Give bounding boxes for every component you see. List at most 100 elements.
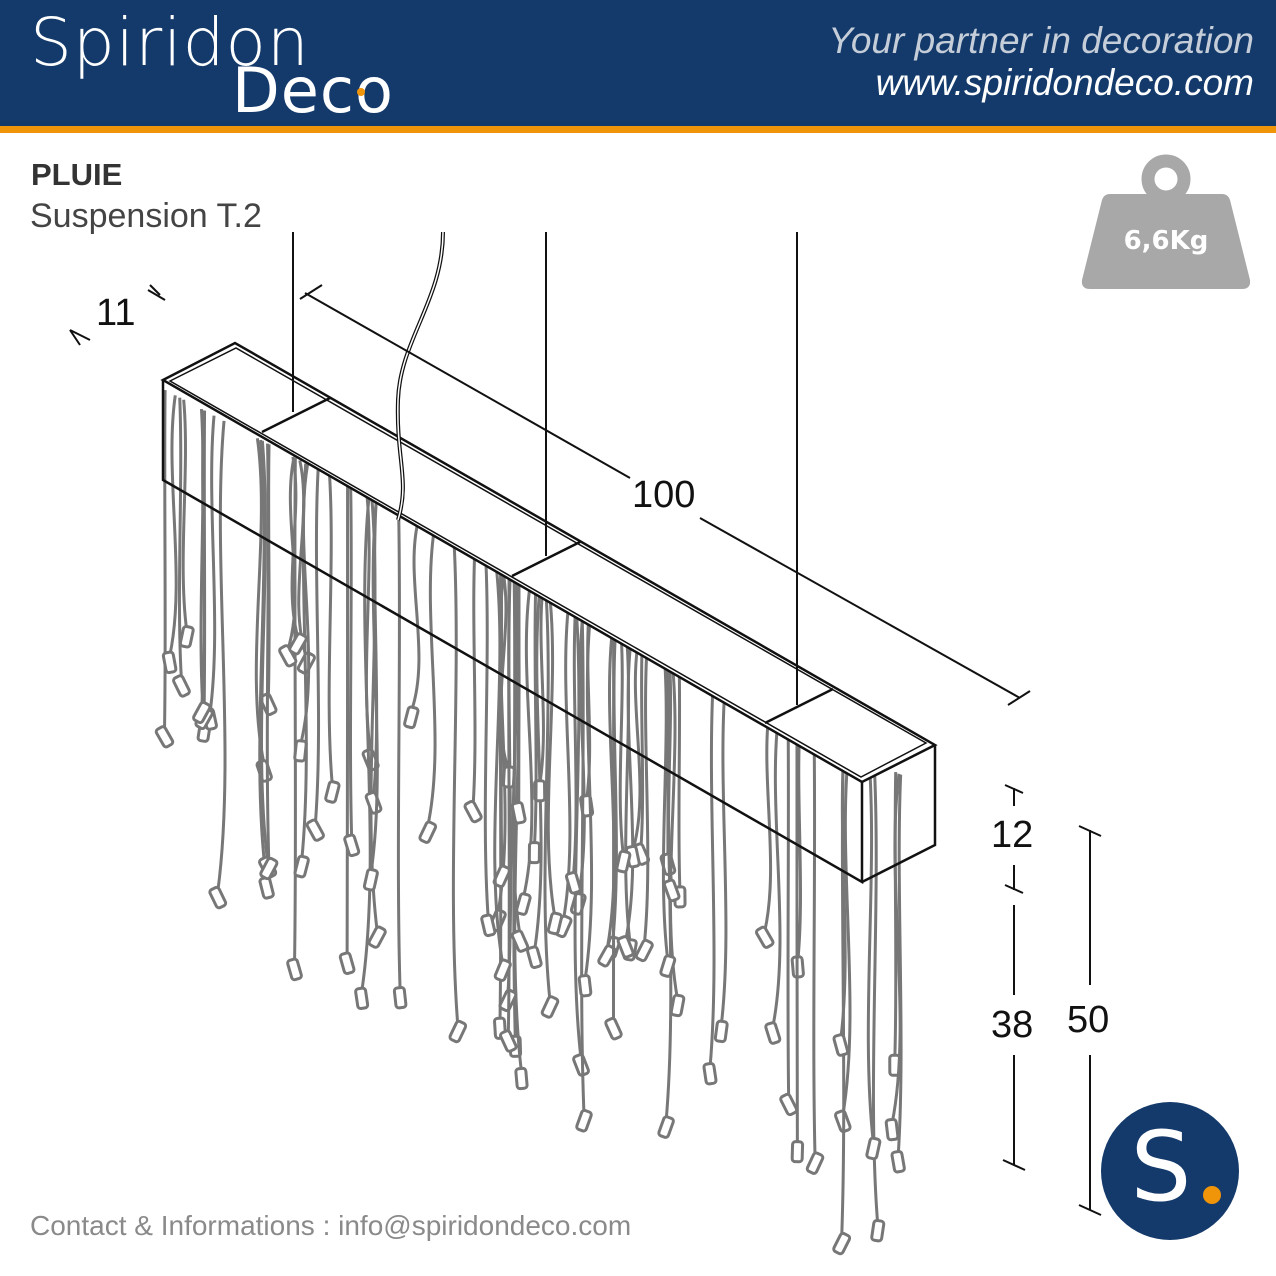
strand: [345, 485, 350, 958]
crystal: [526, 945, 543, 970]
strand: [667, 653, 674, 885]
crystal: [364, 791, 383, 815]
dimension-length: 100: [632, 474, 696, 516]
crystal: [354, 986, 370, 1011]
strand: [327, 475, 334, 787]
product-type: Suspension T.2: [30, 197, 262, 235]
strand: [200, 410, 206, 707]
strand: [639, 639, 645, 849]
crystal: [510, 929, 530, 953]
crystal: [713, 1019, 729, 1044]
crystal: [288, 632, 308, 656]
strand: [618, 628, 625, 856]
crystal: [657, 1115, 675, 1139]
header-accent-bar: [0, 126, 1276, 133]
weight-value: 6,6Kg: [1123, 226, 1209, 256]
strand: [812, 729, 817, 1158]
strand: [642, 642, 650, 945]
strand: [631, 637, 642, 852]
crystal: [659, 954, 677, 978]
brand-badge: [1101, 1102, 1239, 1240]
crystal: [493, 958, 512, 983]
strand: [177, 397, 183, 681]
strand: [708, 676, 716, 1068]
website-link[interactable]: www.spiridondeco.com: [875, 62, 1254, 103]
strand: [771, 710, 782, 1028]
crystal: [865, 1136, 882, 1161]
crystal: [890, 1149, 906, 1174]
crossbar-right: [764, 687, 834, 725]
hanging-strands: [154, 390, 906, 1256]
strand: [624, 633, 635, 942]
crystal: [499, 1029, 518, 1053]
crystal: [514, 1066, 529, 1091]
crystal: [208, 885, 228, 910]
weight-icon: [1081, 154, 1251, 289]
crystal: [577, 974, 593, 998]
crystal: [669, 993, 686, 1018]
crystal: [597, 944, 617, 968]
crystal: [392, 986, 408, 1010]
logo-deco: Deco: [232, 54, 394, 127]
strand: [896, 774, 903, 1156]
crystal: [870, 1218, 886, 1243]
crystal: [418, 820, 438, 844]
crossbar-left: [261, 396, 331, 434]
crossbar-middle: [511, 540, 581, 578]
crystal: [448, 1019, 468, 1044]
strand: [786, 715, 791, 1099]
dimension-shade-height: 12: [991, 814, 1034, 856]
crystal: [572, 1053, 590, 1077]
strand: [580, 607, 586, 1115]
strand: [313, 469, 321, 825]
tagline-block: Your partner in decoration www.spiridond…: [828, 20, 1254, 104]
strand: [571, 604, 578, 877]
strand: [265, 443, 271, 863]
crystal: [492, 864, 512, 888]
strand: [538, 587, 545, 786]
strand: [348, 487, 354, 840]
strand: [839, 745, 847, 1040]
strand: [290, 456, 300, 639]
crystal: [480, 913, 497, 938]
strand: [451, 541, 460, 1026]
crystal: [564, 871, 582, 895]
strand: [168, 395, 178, 657]
strand: [181, 399, 189, 631]
crystal: [463, 800, 483, 824]
crystal: [293, 854, 310, 879]
strand: [543, 588, 552, 1002]
crystal: [305, 818, 325, 842]
crystal: [604, 1016, 623, 1041]
strand: [254, 438, 266, 766]
logo-spiridon: Spiridon: [30, 4, 310, 81]
dimension-drop-height: 38: [991, 1004, 1034, 1046]
crystal: [178, 624, 195, 649]
strand: [360, 496, 372, 993]
strand: [506, 569, 511, 1036]
crystal: [615, 849, 632, 874]
crystal: [546, 911, 563, 936]
crystal: [515, 892, 532, 916]
strand: [493, 562, 505, 965]
strand: [677, 658, 682, 891]
strand: [661, 650, 670, 961]
brand-badge-dot-icon: [1203, 1186, 1221, 1204]
product-name: PLUIE: [31, 157, 123, 192]
strand: [763, 706, 773, 932]
crystal: [779, 1092, 799, 1117]
crystal: [324, 780, 341, 804]
strand: [483, 557, 490, 920]
contact-info[interactable]: Contact & Informations : info@spiridonde…: [30, 1210, 632, 1241]
strand: [871, 760, 880, 1225]
strand: [426, 530, 437, 827]
crystal: [367, 925, 387, 949]
strand: [216, 420, 227, 892]
tagline: Your partner in decoration: [828, 20, 1254, 61]
crystal: [362, 867, 379, 892]
header-banner: [0, 0, 1276, 126]
crystal: [634, 938, 654, 963]
crystal: [343, 833, 361, 858]
crystal: [832, 1033, 850, 1057]
crystal: [154, 725, 175, 749]
